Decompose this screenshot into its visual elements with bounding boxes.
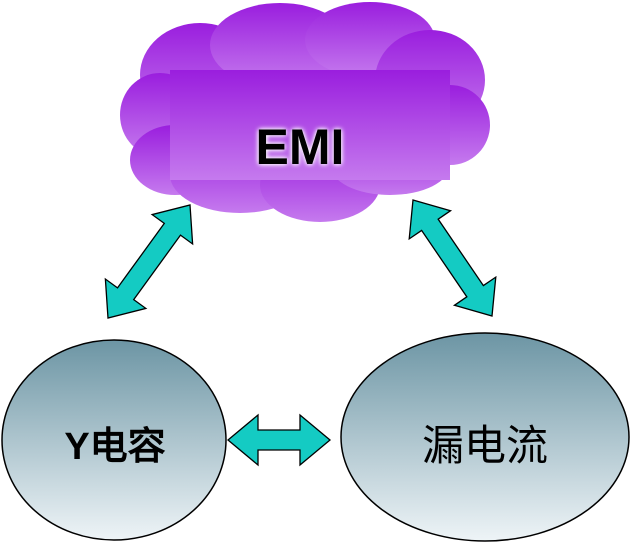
emi-label: EMI (255, 119, 345, 175)
y-capacitor-label: Y电容 (64, 426, 166, 468)
arrow-y-capacitor-leakage-current (226, 413, 332, 467)
emi-cloud (120, 2, 490, 222)
ellipse-y-capacitor (1, 339, 227, 541)
arrow-emi-leakage-current (408, 199, 497, 317)
arrow-emi-y-capacitor (104, 204, 194, 319)
ellipse-leakage-current (340, 332, 630, 542)
leakage-current-label: 漏电流 (421, 422, 548, 469)
